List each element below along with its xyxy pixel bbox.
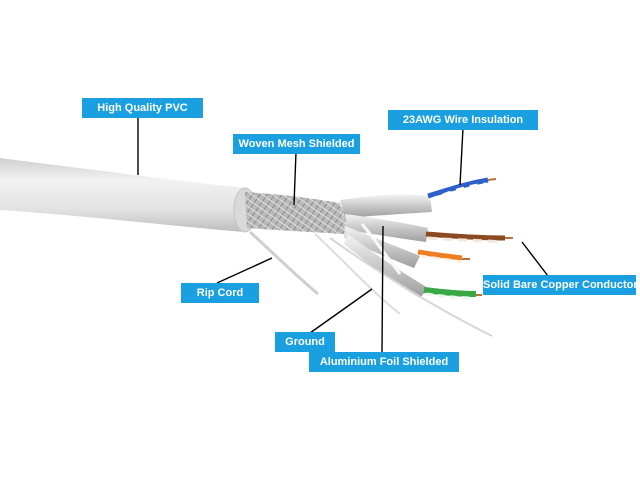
pvc-jacket (0, 158, 257, 233)
rip-cord-label: Rip Cord (181, 283, 259, 303)
foil-shielded-pairs (340, 194, 432, 298)
high-quality-pvc-label: High Quality PVC (82, 98, 203, 118)
ground-label: Ground (275, 332, 335, 352)
twisted-pairs (417, 177, 513, 300)
woven-mesh-shielded-label: Woven Mesh Shielded (233, 134, 360, 154)
wire-insulation-label: 23AWG Wire Insulation (388, 110, 538, 130)
rip-cord-and-ground (248, 230, 493, 337)
solid-bare-copper-label: Solid Bare Copper Conductor (483, 275, 638, 295)
woven-braid-shield (245, 192, 360, 236)
aluminium-foil-shielded-label: Aluminium Foil Shielded (309, 352, 459, 372)
leader-lines (137, 117, 549, 353)
